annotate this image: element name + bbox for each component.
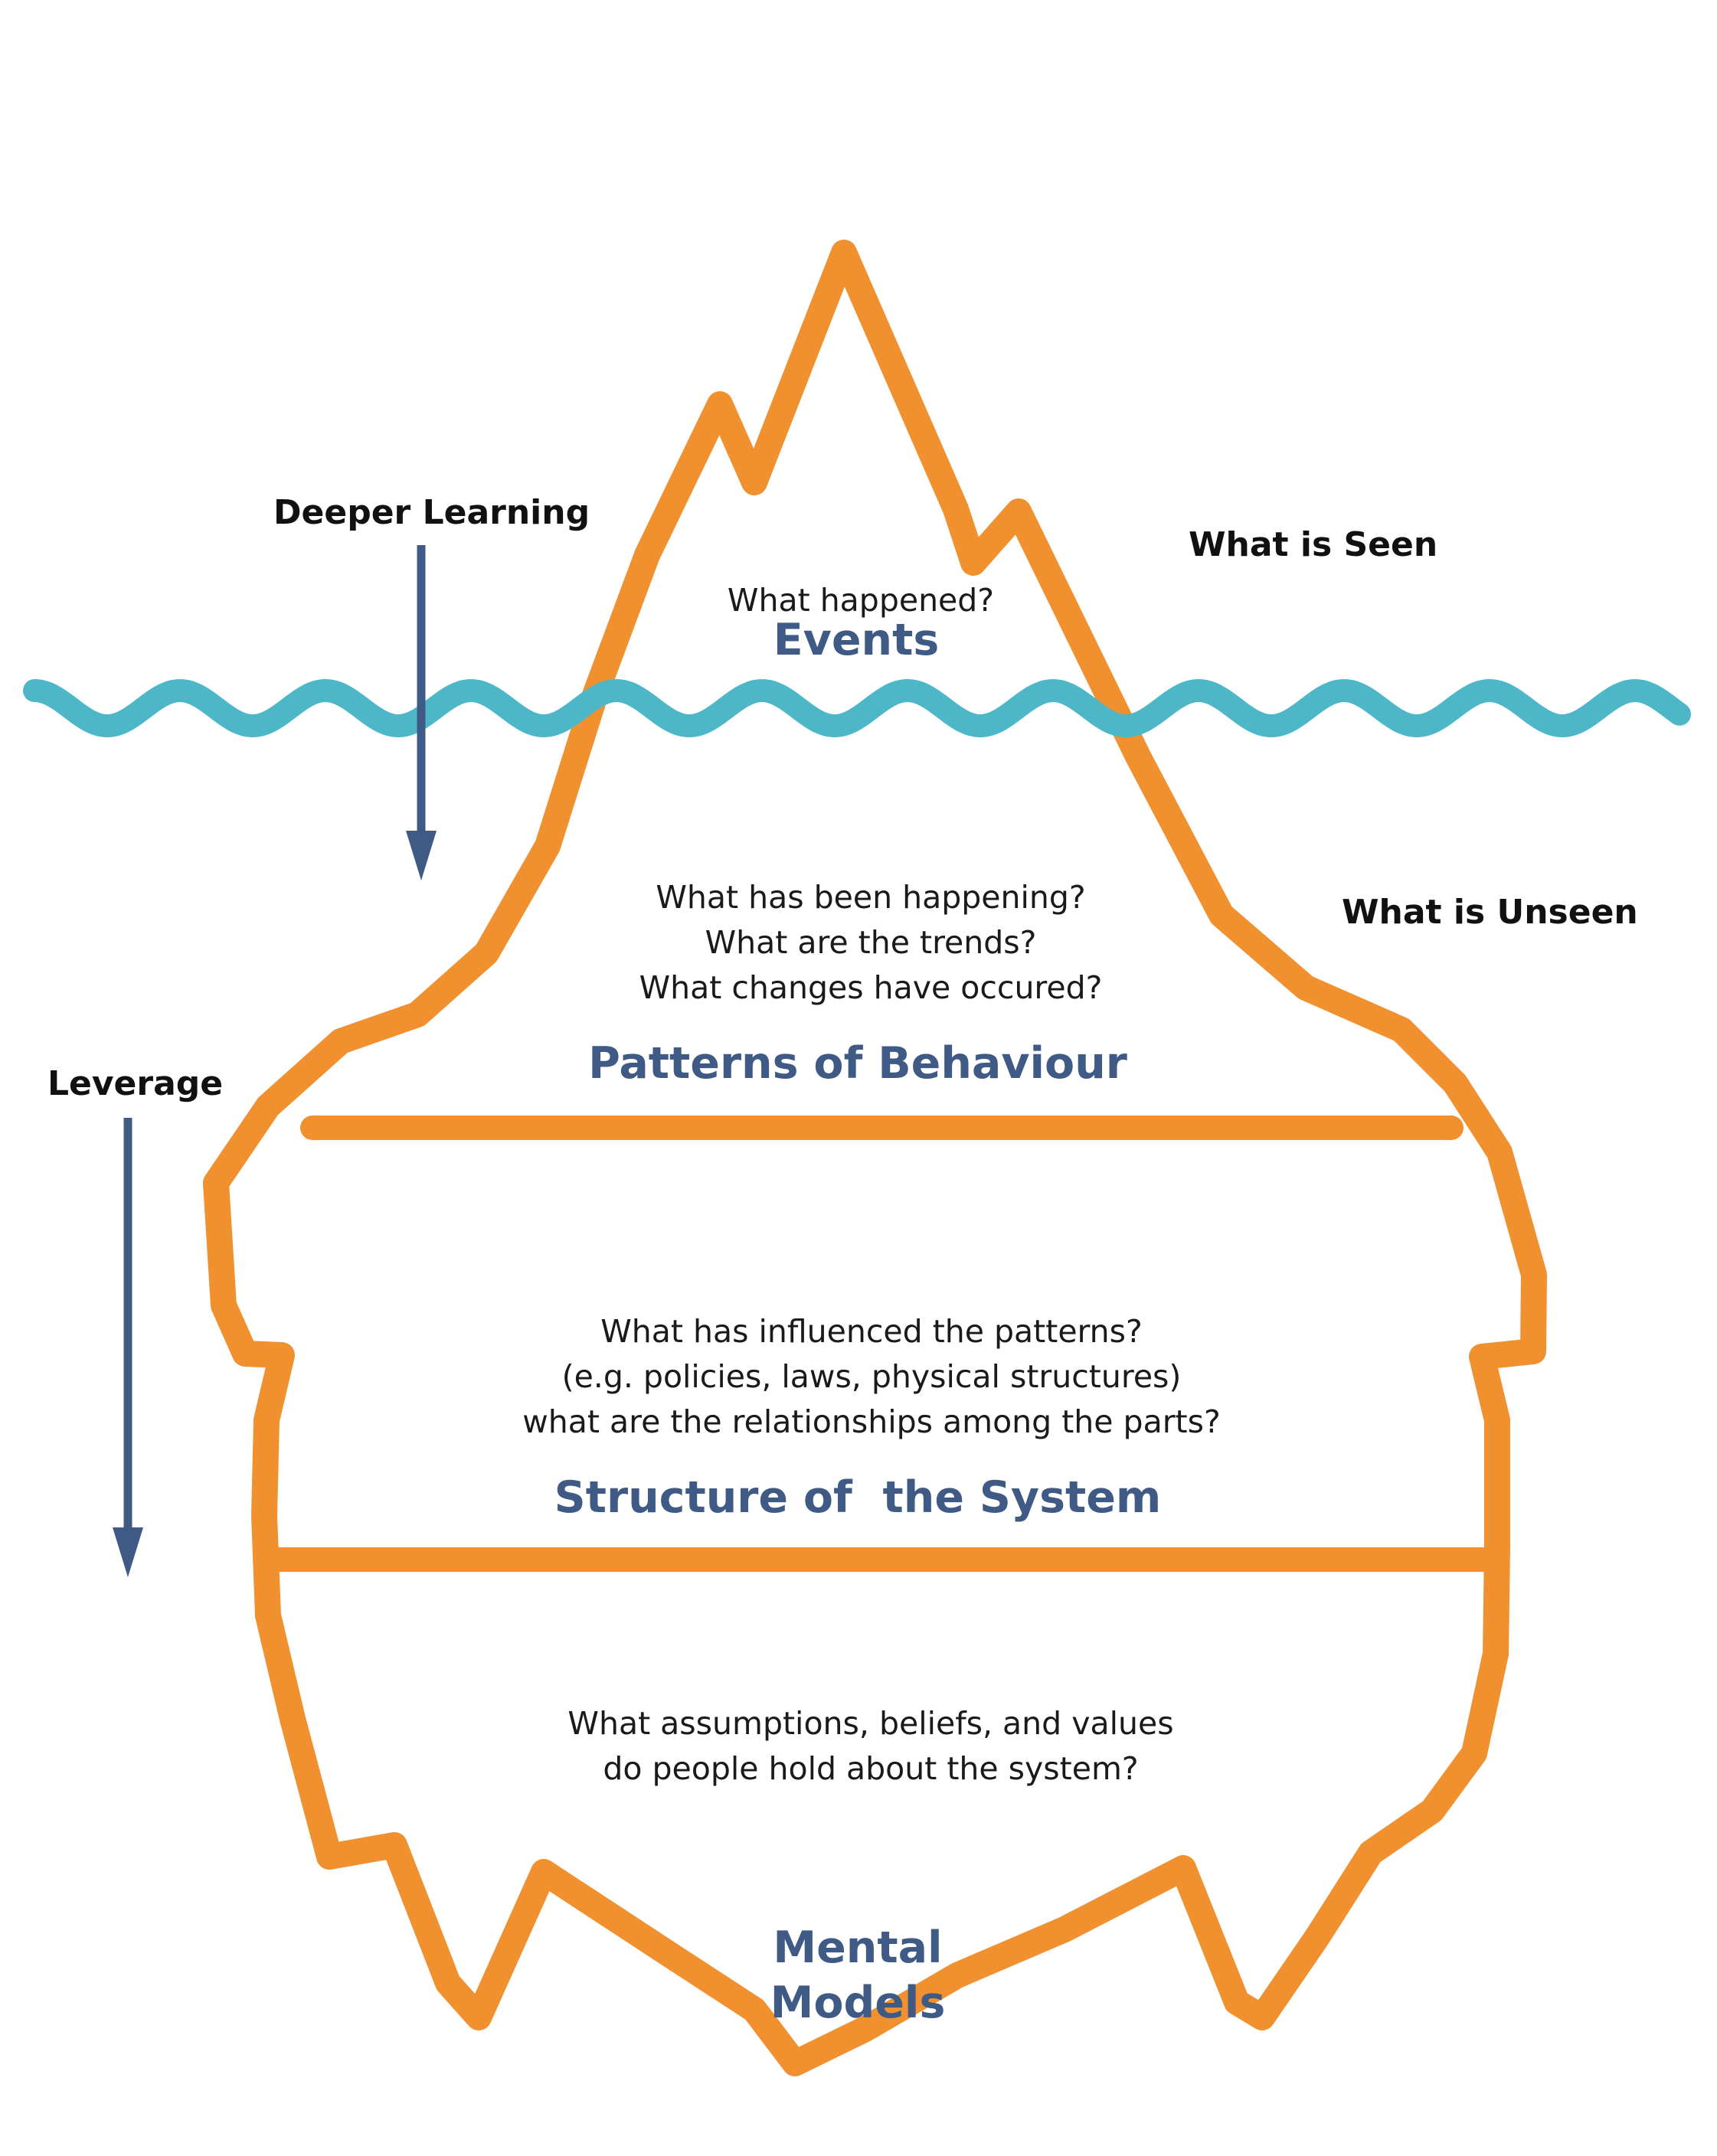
leverage-label: Leverage — [47, 1064, 224, 1103]
patterns-question-2: What are the trends? — [705, 924, 1037, 961]
events-questions: What happened? — [728, 578, 994, 623]
mental-models-title: Mental Models — [770, 1920, 946, 2030]
water-line — [23, 679, 1691, 737]
structure-question-2: (e.g. policies, laws, physical structure… — [561, 1358, 1182, 1395]
structure-questions: What has influenced the patterns? (e.g. … — [522, 1309, 1221, 1445]
events-question-1: What happened? — [727, 582, 995, 619]
patterns-title: Patterns of Behaviour — [588, 1038, 1127, 1089]
mental-models-title-line-1: Mental — [773, 1922, 943, 1973]
mental-models-question-2: do people hold about the system? — [603, 1750, 1139, 1787]
what-is-seen-label: What is Seen — [1189, 525, 1438, 564]
events-title: Events — [773, 615, 940, 665]
structure-title: Structure of the System — [554, 1472, 1162, 1523]
mental-models-question-1: What assumptions, beliefs, and values — [567, 1705, 1174, 1742]
patterns-question-1: What has been happening? — [656, 879, 1086, 916]
mental-models-title-line-2: Models — [770, 1978, 946, 2028]
structure-question-1: What has influenced the patterns? — [600, 1313, 1143, 1350]
iceberg-outline — [203, 240, 1547, 2076]
leverage-arrow — [113, 1118, 143, 1577]
deeper-learning-label: Deeper Learning — [273, 493, 590, 532]
structure-question-3: what are the relationships among the par… — [522, 1403, 1221, 1440]
mental-models-questions: What assumptions, beliefs, and values do… — [567, 1701, 1173, 1792]
deeper-learning-arrow — [406, 545, 437, 880]
what-is-unseen-label: What is Unseen — [1342, 893, 1638, 932]
patterns-questions: What has been happening? What are the tr… — [639, 875, 1103, 1011]
patterns-question-3: What changes have occured? — [639, 969, 1103, 1006]
